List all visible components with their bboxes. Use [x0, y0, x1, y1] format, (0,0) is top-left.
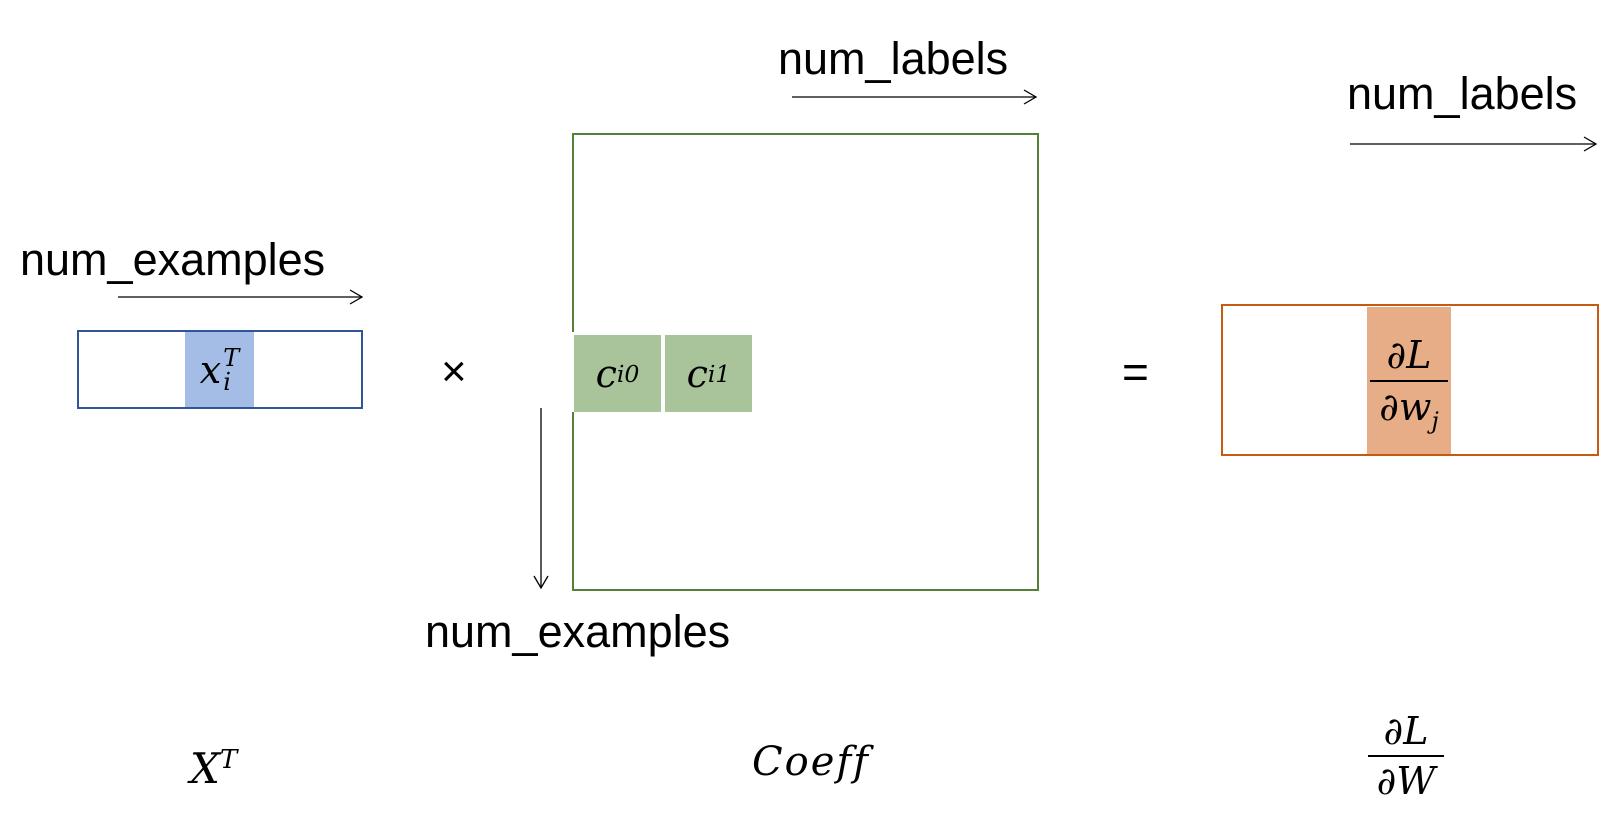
equals-operator: = [1122, 346, 1149, 398]
gradient-name: ∂L ∂W [1368, 712, 1444, 800]
num-examples-arrow [118, 289, 364, 305]
times-operator: × [441, 347, 467, 396]
num-examples-label-top: num_examples [20, 234, 326, 285]
gradient-cell: ∂L ∂wj [1367, 307, 1451, 454]
gradient-cell-den-sub: j [1431, 406, 1439, 435]
num-labels-label-coeff: num_labels [778, 33, 1009, 84]
num-labels-label-result: num_labels [1347, 68, 1578, 119]
xt-name-sup: T [219, 745, 238, 775]
gradient-cell-fraction: ∂L ∂wj [1370, 332, 1448, 432]
gradient-cell-denominator: ∂w [1379, 384, 1432, 429]
gradient-name-bar [1368, 755, 1444, 757]
coeff-cell1-base: c [686, 351, 708, 396]
num-examples-label-side: num_examples [425, 606, 731, 657]
coeff-cell0-base: c [595, 351, 617, 396]
xt-name-base: X [190, 744, 220, 793]
gradient-cell-bar [1370, 379, 1448, 382]
xt-cell-sub: i [223, 367, 231, 396]
num-examples-down-arrow [533, 408, 549, 590]
xt-vector [77, 330, 363, 409]
xt-cell-sup: T [223, 343, 240, 372]
xt-name: XT [190, 745, 238, 790]
coeff-gap-left [571, 332, 575, 412]
xt-cell-base: x [199, 347, 222, 392]
gradient-cell-numerator: ∂L [1386, 332, 1432, 377]
gradient-vector [1221, 304, 1599, 456]
num-labels-result-arrow [1350, 136, 1598, 152]
num-labels-coeff-arrow [792, 89, 1038, 105]
gradient-name-denominator: ∂W [1376, 759, 1436, 803]
gradient-name-numerator: ∂L [1383, 709, 1429, 753]
coeff-name: Coeff [752, 739, 870, 785]
